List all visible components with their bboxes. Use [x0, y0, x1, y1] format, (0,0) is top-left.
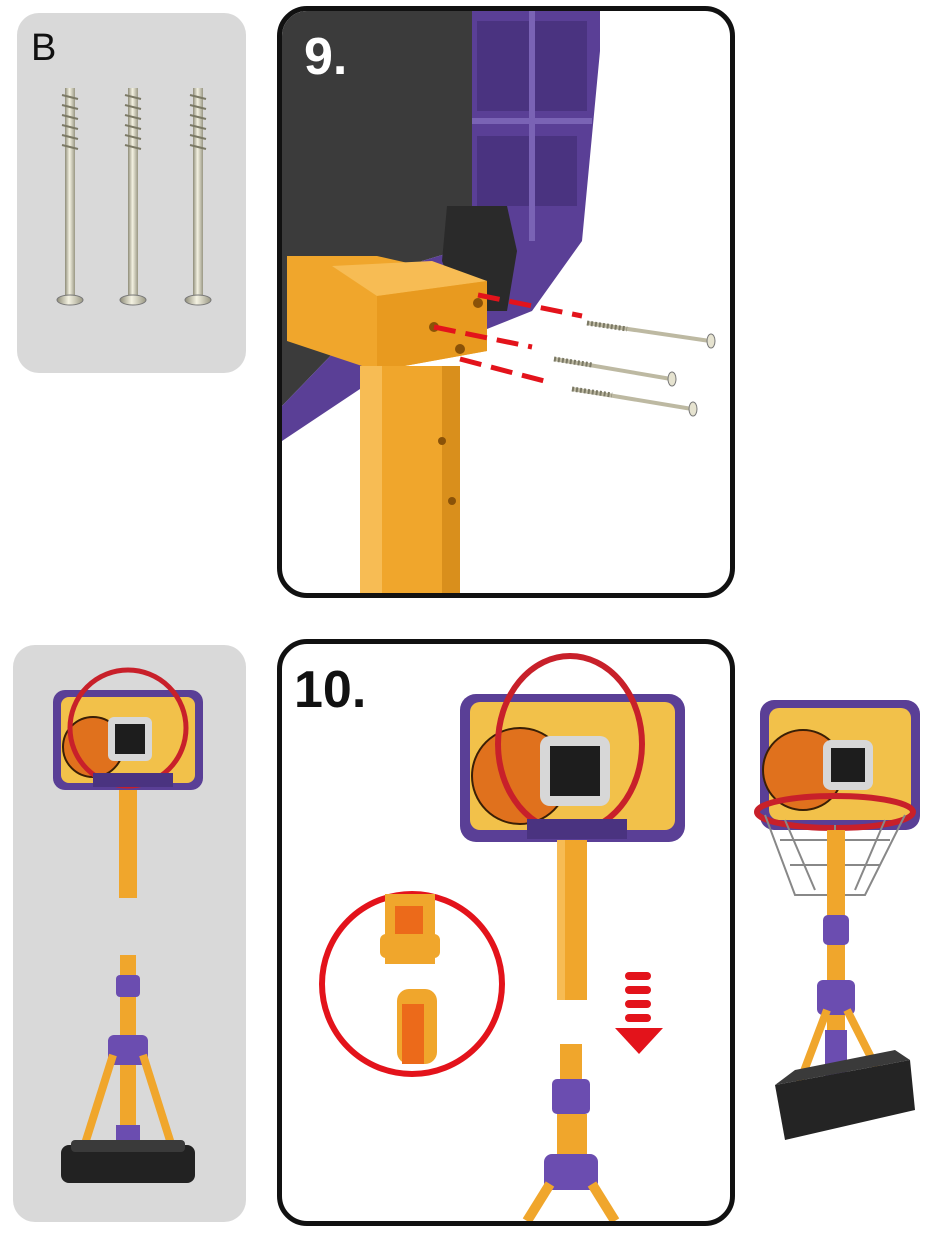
assembled-hoop-illustration — [745, 690, 945, 1150]
screw — [572, 389, 697, 416]
step-10-illustration — [282, 644, 730, 1221]
screw — [554, 359, 676, 386]
screw — [57, 88, 83, 305]
parts-panel-b: B — [17, 13, 246, 373]
step-9-panel: 9. — [277, 6, 735, 598]
screw — [587, 323, 715, 348]
step-10-number: 10. — [294, 664, 366, 716]
step-9-number: 9. — [304, 31, 347, 83]
screw — [185, 88, 211, 305]
down-arrow-icon — [615, 972, 663, 1054]
screw — [120, 88, 146, 305]
assembly-overview-panel — [13, 645, 246, 1222]
detail-zoom-circle — [322, 894, 502, 1074]
step-10-panel: 10. — [277, 639, 735, 1226]
screws-illustration — [17, 13, 246, 373]
stand-separated-illustration — [13, 645, 246, 1222]
step-9-illustration — [282, 11, 730, 593]
